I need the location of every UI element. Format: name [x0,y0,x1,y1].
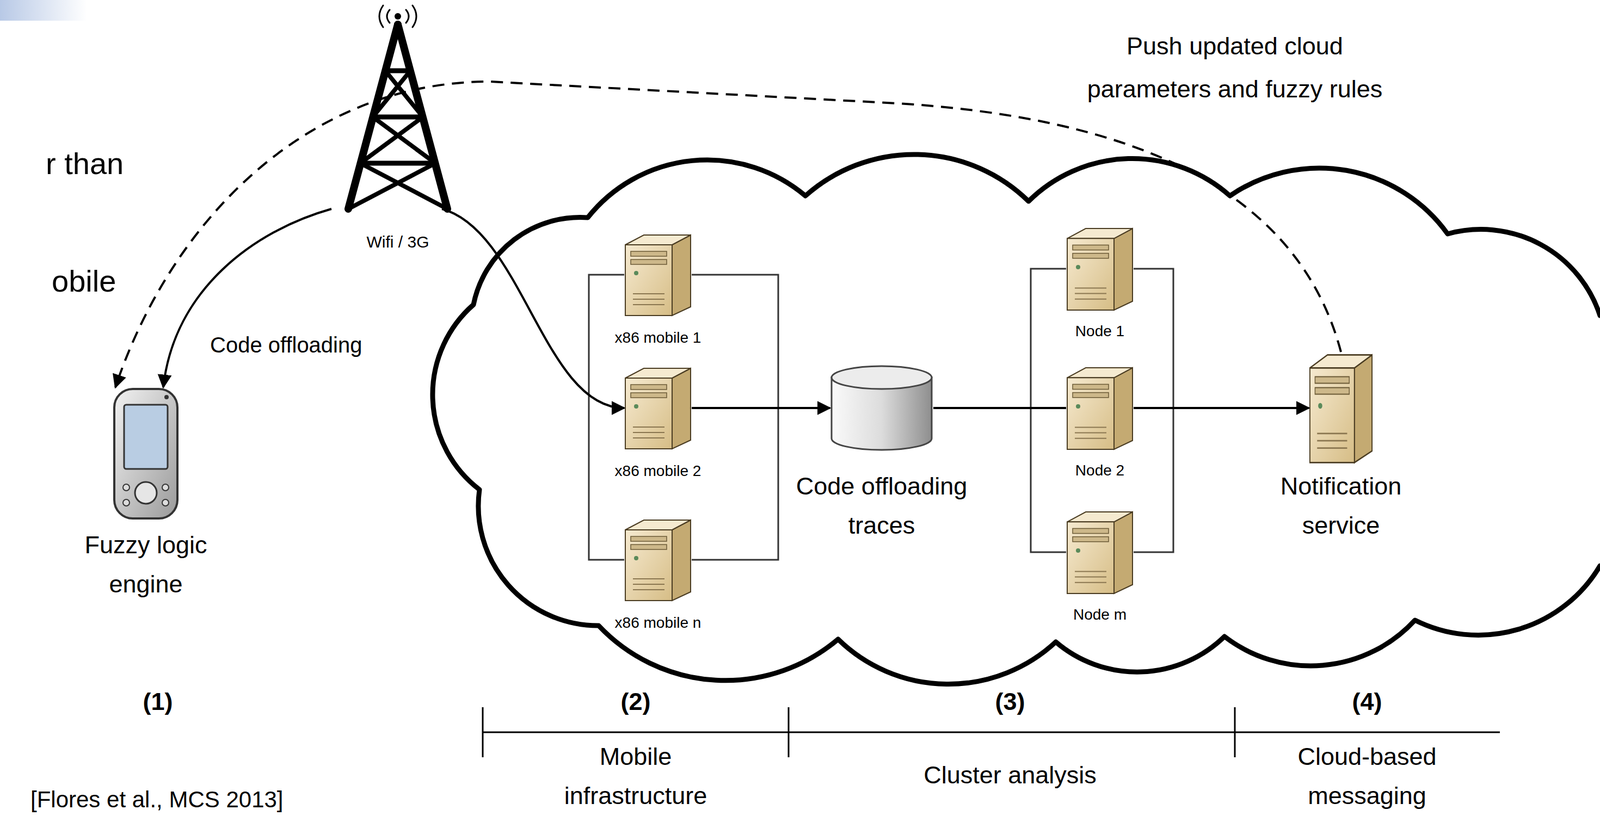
antenna-tower: Wifi / 3G [335,5,461,253]
server-icon [1067,367,1133,450]
connector-arrow [933,407,1067,410]
icon-area [109,387,182,521]
connector-arrow [441,208,625,409]
server-icon [625,235,691,316]
icon-area [624,518,692,602]
phase-label: Cloud-based messaging [1285,737,1449,816]
node-label: Node 1 [1075,322,1125,341]
server-icon [625,368,691,449]
dashed-arrow [115,81,1341,388]
server-icon [1309,354,1372,463]
connector-arrow [691,407,830,410]
icon-area [624,232,692,317]
node-label: Fuzzy logic engine [72,525,220,605]
node-label: x86 mobile n [614,613,702,633]
phone-icon [114,389,178,519]
step-number: (2) [620,687,651,717]
server-box: x86 mobile 2 [614,366,702,481]
node-label: Notification service [1262,466,1420,546]
icon-area [1066,509,1134,595]
citation: [Flores et al., MCS 2013] [30,786,284,814]
cluster-node: Node 2 [1066,365,1134,480]
slide-text-fragment: r than [45,145,124,182]
database: Code offloading traces [783,364,980,546]
edge-label: Push updated cloud parameters and fuzzy … [1073,24,1396,111]
server-icon [625,520,691,601]
server-box: x86 mobile 1 [614,232,702,348]
antenna-tower [348,5,448,209]
icon-area [624,366,692,451]
cloud-outline [432,154,1600,685]
edge-label: Code offloading [206,331,366,359]
step-number: (4) [1352,687,1383,717]
step-number: (3) [995,687,1026,717]
step-number: (1) [143,687,174,717]
node-label: Node 2 [1075,461,1125,480]
mobile-device: Fuzzy logic engine [72,387,220,605]
database-icon [831,366,932,451]
node-label: Code offloading traces [783,466,980,546]
server-box: x86 mobile n [614,518,702,633]
icon-area [829,364,934,452]
node-label: x86 mobile 2 [614,462,702,481]
icon-area [1066,365,1134,451]
connector-arrow [1133,407,1309,410]
phase-label: Cluster analysis [923,760,1097,791]
phase-label: Mobile infrastructure [554,737,718,816]
node-label: x86 mobile 1 [614,328,702,348]
node-label: Node m [1073,605,1127,625]
server-icon [1067,512,1133,594]
node-label: Wifi / 3G [366,231,429,253]
cluster-node: Node 1 [1066,226,1134,341]
slide-text-fragment: obile [51,262,116,300]
icon-area [335,5,461,213]
notification-server: Notification service [1262,352,1420,546]
connector-arrow [163,208,332,388]
slide-accent [0,0,88,21]
cluster-node: Node m [1066,509,1134,625]
icon-area [1308,352,1374,465]
icon-area [1066,226,1134,312]
server-icon [1067,228,1133,311]
group-bracket [588,268,1174,560]
